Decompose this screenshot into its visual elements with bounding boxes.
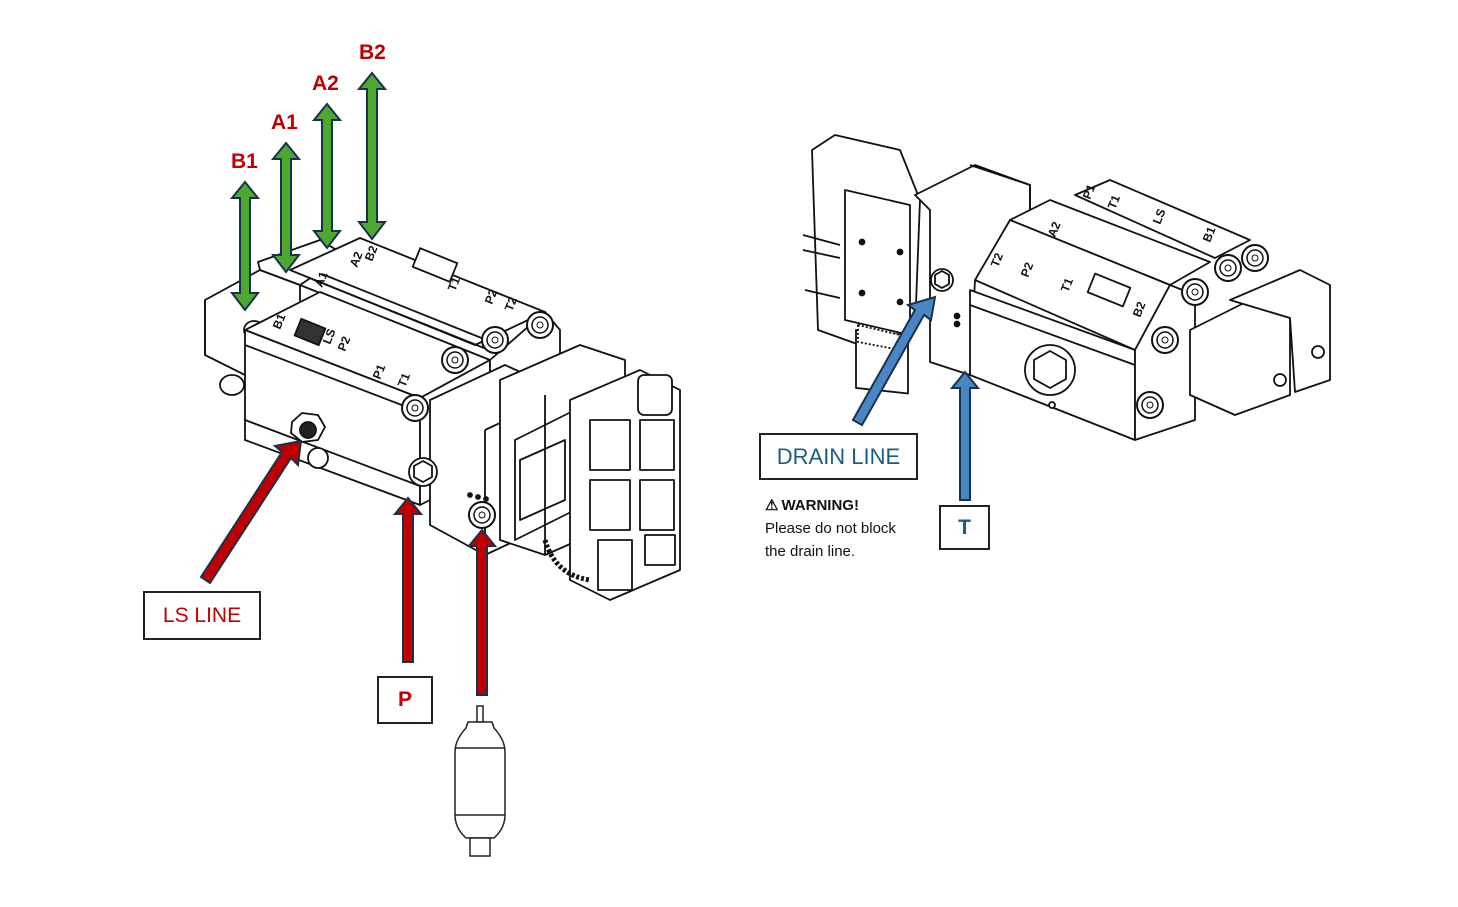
warning-title: WARNING! [781, 497, 859, 514]
marking-ls-right: LS [1150, 207, 1169, 226]
marking-p2: P2 [335, 334, 354, 353]
b1-arrow [229, 180, 261, 312]
solenoid-cap-1 [1189, 299, 1291, 416]
accumulator-arrow [466, 528, 498, 696]
t-callout: T [939, 505, 990, 550]
port-label-b2: B2 [359, 41, 386, 64]
drain-line-arrow [851, 295, 937, 427]
marking-p1-right: P1 [1080, 182, 1099, 201]
p-label: P [397, 688, 412, 711]
connector-1 [637, 374, 673, 416]
left-valve-assembly: B1 A1 A2 B2 LS P2 T1 P1 T2 P2 T1 [204, 237, 681, 601]
spring [857, 324, 901, 351]
p-arrow [392, 496, 424, 663]
marking-t2-right: T2 [988, 251, 1006, 270]
section-rear-top [1074, 179, 1251, 259]
p-callout: P [377, 676, 433, 724]
section-1-label-plate [293, 317, 327, 347]
marking-t1-right: T1 [1058, 276, 1076, 295]
t-label: T [958, 515, 971, 539]
rear-knob [219, 374, 245, 396]
accumulator-icon [454, 705, 506, 857]
a2-arrow [311, 102, 343, 250]
accumulator-port-fitting [468, 501, 496, 529]
label-plate-right [1086, 272, 1132, 308]
connector-4 [589, 479, 631, 531]
marking-a2: A2 [347, 249, 366, 269]
marking-p1: P1 [370, 362, 389, 381]
ls-line-label: LS LINE [162, 603, 242, 627]
connector-3 [639, 419, 675, 471]
work-port-arrows [229, 71, 388, 312]
warning-title-row: ⚠ WARNING! [765, 494, 896, 517]
warning-line-2: the drain line. [765, 543, 856, 560]
marking-a2-right: A2 [1045, 219, 1064, 239]
p-port-fitting [408, 457, 438, 487]
marking-b2: B2 [362, 243, 381, 263]
connector-5 [639, 479, 675, 531]
t-arrow [949, 370, 981, 501]
ls-port-fitting [290, 412, 326, 443]
section-2-label-plate [411, 247, 459, 283]
port-label-a1: A1 [271, 111, 298, 134]
marking-b2-right: B2 [1130, 299, 1149, 319]
cable-harness [542, 539, 591, 583]
marking-p2-rear: P2 [482, 287, 501, 306]
port-label-a2: A2 [312, 72, 339, 95]
marking-t1: T1 [445, 275, 463, 294]
port-label-b1: B1 [231, 150, 258, 173]
marking-a1: A1 [312, 269, 331, 289]
marking-t2: T2 [502, 295, 520, 314]
supply-arrows [199, 439, 498, 696]
warning-triangle-icon: ⚠ [765, 497, 779, 514]
ls-line-arrow [199, 439, 303, 585]
coil-housing-right [811, 134, 921, 346]
marking-t1b-right: T1 [1105, 193, 1123, 212]
marking-b1: B1 [270, 311, 289, 331]
drain-port-fitting [930, 268, 954, 292]
ls-plug [307, 447, 329, 469]
marking-ls: LS [320, 327, 339, 346]
solenoid-cap-2 [1229, 269, 1331, 393]
tank-port-plug [1024, 344, 1076, 396]
connector-7 [644, 534, 676, 566]
b2-arrow [356, 71, 388, 241]
drain-arrows [851, 295, 981, 501]
connector-2 [589, 419, 631, 471]
warning-line-1: Please do not block [765, 520, 896, 537]
marking-b1-right: B1 [1200, 224, 1219, 244]
a1-arrow [270, 141, 302, 274]
drain-line-label: DRAIN LINE [776, 443, 901, 469]
connector-6 [597, 539, 633, 591]
ls-line-callout: LS LINE [143, 591, 261, 640]
marking-p2-right: P2 [1018, 260, 1037, 279]
drain-warning: ⚠ WARNING! Please do not block the drain… [765, 494, 896, 563]
drain-line-callout: DRAIN LINE [759, 433, 918, 480]
marking-t1-front: T1 [395, 371, 413, 390]
right-valve-assembly: T2 P2 T1 B2 P1 T1 LS B1 A2 [802, 134, 1331, 441]
